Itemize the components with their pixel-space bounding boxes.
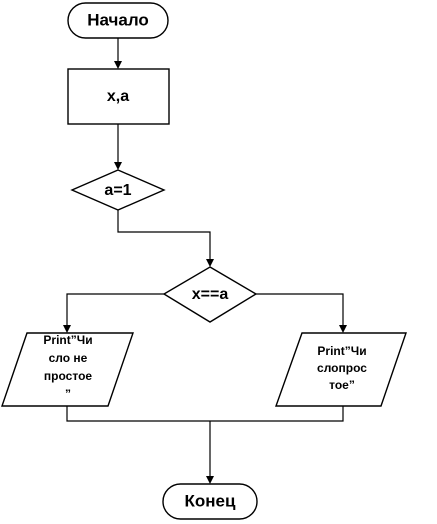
end-terminal-shape xyxy=(162,483,258,520)
output-left: Print”Чи сло не простое ” xyxy=(1,332,134,407)
arrowhead-input xyxy=(114,61,122,69)
output-right-line-1: Print”Чи xyxy=(317,344,366,358)
output-right: Print”Чи слопрос тое” xyxy=(275,332,407,407)
arrowhead-end xyxy=(206,476,214,484)
condition-diamond-shape xyxy=(162,266,258,323)
output-left-shape xyxy=(1,332,134,407)
input-block-shape xyxy=(67,68,170,125)
output-right-shape xyxy=(275,332,407,407)
output-left-line-2: сло не xyxy=(49,351,88,365)
connectors xyxy=(63,38,347,484)
output-left-line-1: Print”Чи xyxy=(43,333,92,347)
assign-diamond-shape xyxy=(70,169,166,211)
start-terminal-shape xyxy=(67,2,169,39)
start-terminal-label: Начало xyxy=(87,10,149,29)
input-block-label: x,a xyxy=(107,88,129,105)
connector-merge xyxy=(66,406,344,422)
end-terminal-label: Конец xyxy=(185,491,236,510)
assign-diamond: a=1 xyxy=(70,169,166,211)
arrowhead-condition xyxy=(206,259,214,267)
end-terminal: Конец xyxy=(162,483,258,520)
assign-diamond-label: a=1 xyxy=(104,182,131,199)
input-block: x,a xyxy=(67,68,170,125)
arrowhead-assign xyxy=(114,162,122,170)
connector-assign-to-condition xyxy=(117,210,211,262)
connector-condition-left-branch xyxy=(66,293,164,328)
output-right-line-3: тое” xyxy=(329,378,355,392)
output-left-line-4: ” xyxy=(65,387,71,401)
output-right-line-2: слопрос xyxy=(317,361,367,375)
output-left-line-3: простое xyxy=(44,369,92,383)
arrowhead-output-right xyxy=(339,325,347,333)
condition-diamond-label: x==a xyxy=(192,286,229,303)
start-terminal: Начало xyxy=(67,2,169,39)
condition-diamond: x==a xyxy=(162,266,258,323)
arrowhead-output-left xyxy=(63,325,71,333)
connector-condition-right-branch xyxy=(256,293,344,328)
